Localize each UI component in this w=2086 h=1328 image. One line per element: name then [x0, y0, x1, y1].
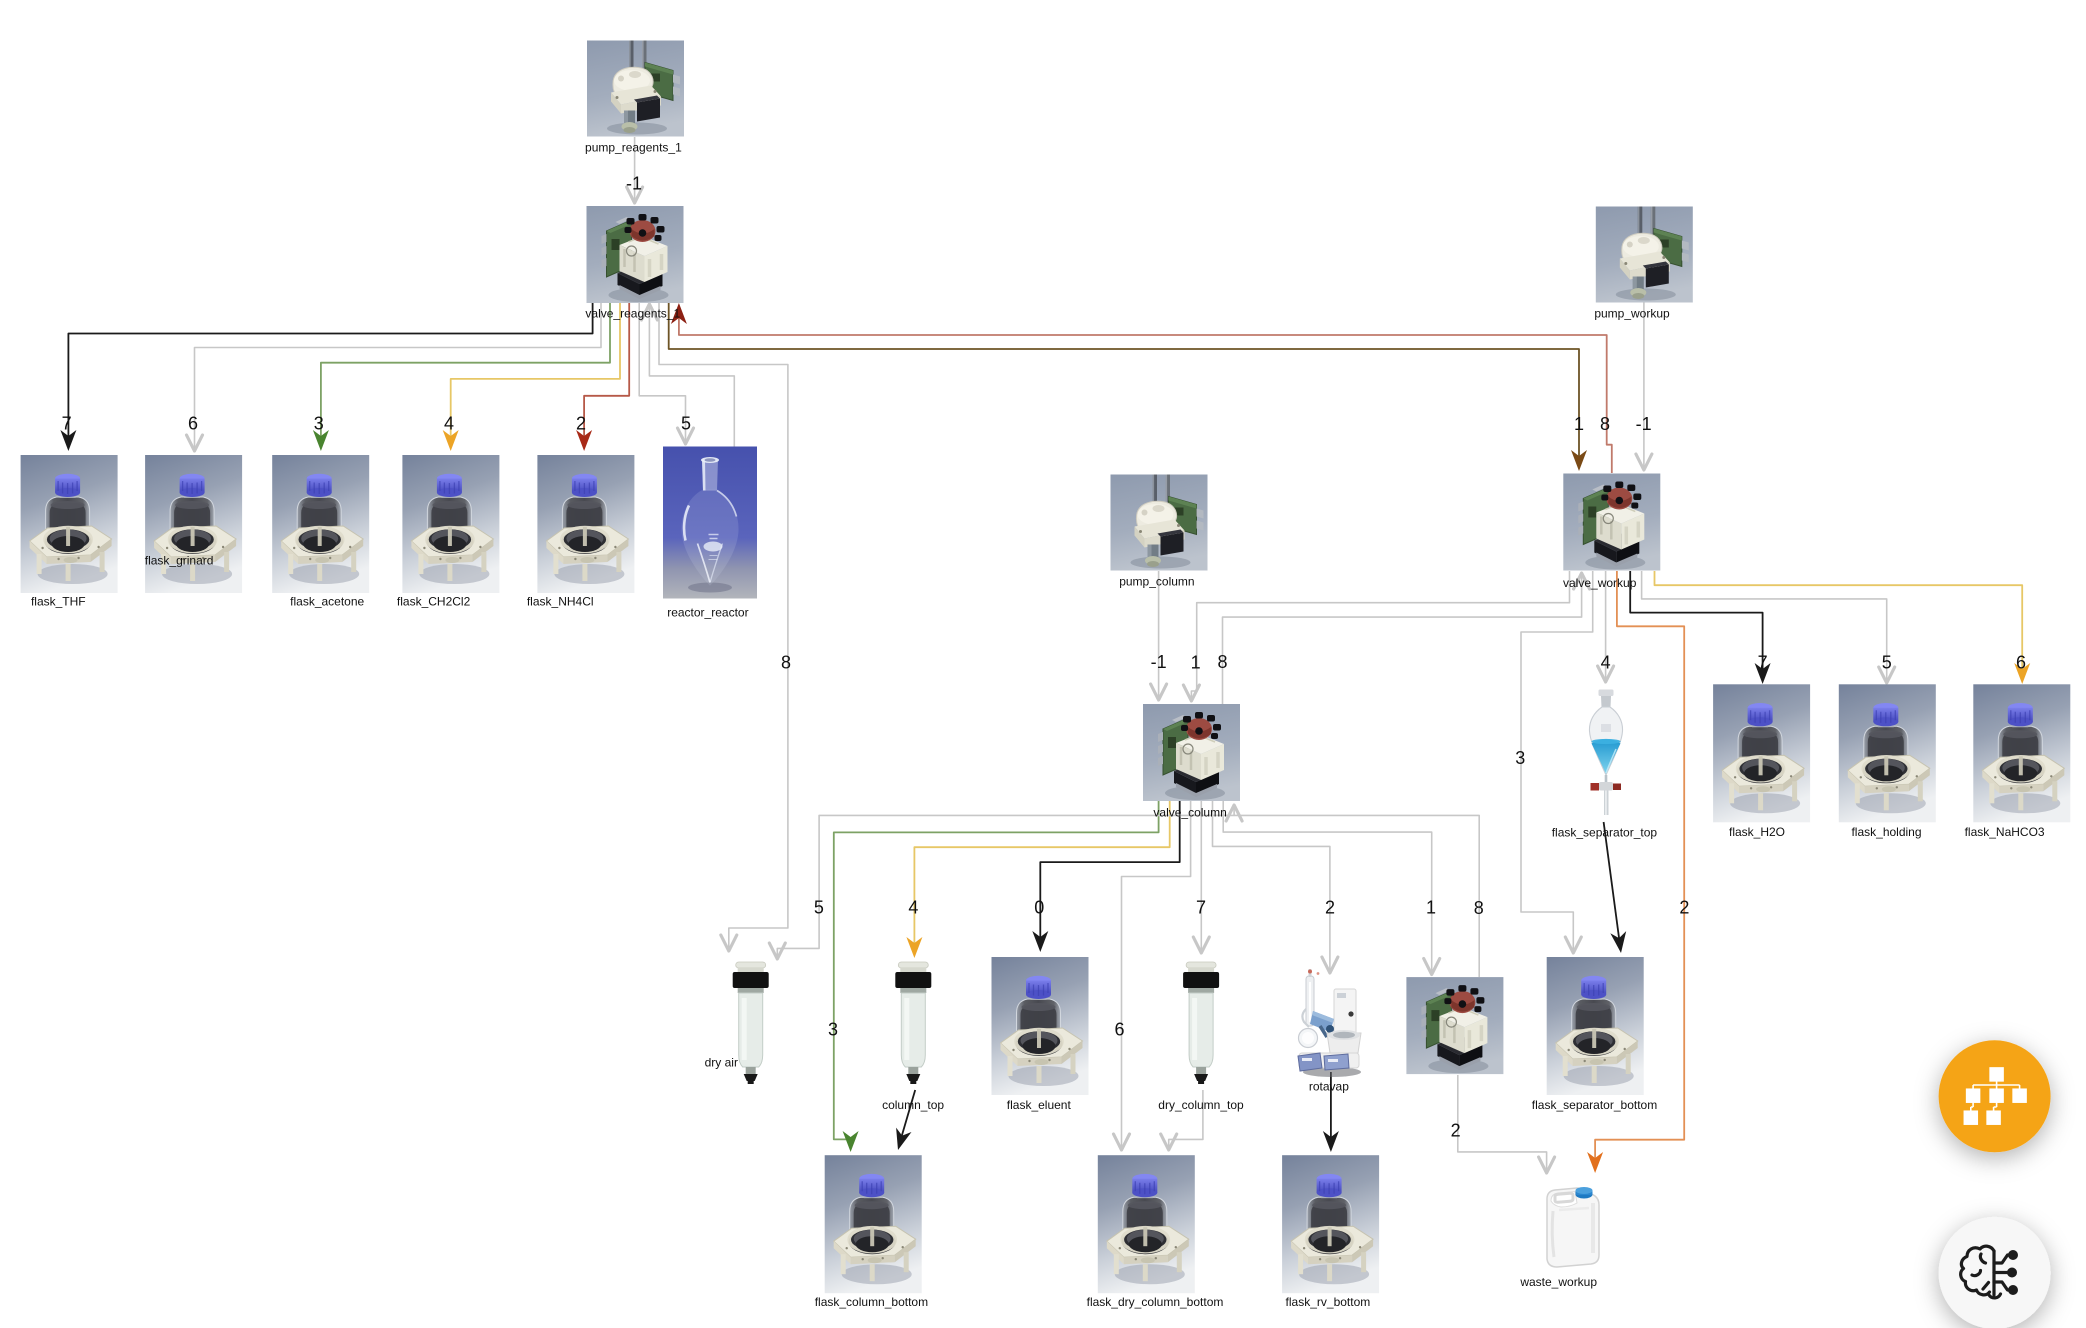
svg-text:pump_reagents_1: pump_reagents_1 — [585, 141, 682, 155]
svg-text:3: 3 — [828, 1020, 838, 1040]
svg-text:2: 2 — [1325, 898, 1335, 918]
svg-text:flask_holding: flask_holding — [1851, 825, 1921, 839]
svg-text:flask_acetone: flask_acetone — [290, 595, 364, 609]
svg-text:5: 5 — [681, 414, 691, 434]
svg-text:6: 6 — [188, 414, 198, 434]
svg-text:flask_separator_bottom: flask_separator_bottom — [1532, 1098, 1657, 1112]
svg-text:1: 1 — [1574, 414, 1584, 434]
svg-text:valve_workup: valve_workup — [1563, 576, 1637, 590]
svg-text:valve_column: valve_column — [1153, 806, 1226, 820]
svg-text:8: 8 — [1600, 414, 1610, 434]
svg-text:8: 8 — [1217, 652, 1227, 672]
svg-text:flask_rv_bottom: flask_rv_bottom — [1286, 1295, 1371, 1309]
svg-text:flask_eluent: flask_eluent — [1007, 1098, 1072, 1112]
svg-text:8: 8 — [781, 653, 791, 673]
svg-text:1: 1 — [1426, 898, 1436, 918]
svg-text:dry_column_top: dry_column_top — [1158, 1098, 1244, 1112]
svg-text:-1: -1 — [626, 174, 642, 194]
svg-text:flask_column_bottom: flask_column_bottom — [815, 1295, 928, 1309]
svg-text:7: 7 — [1196, 898, 1206, 918]
svg-text:5: 5 — [1882, 653, 1892, 673]
svg-text:6: 6 — [2016, 653, 2026, 673]
svg-text:7: 7 — [1758, 653, 1768, 673]
svg-text:2: 2 — [1451, 1120, 1461, 1140]
svg-text:reactor_reactor: reactor_reactor — [667, 605, 748, 619]
svg-text:7: 7 — [62, 414, 72, 434]
svg-text:pump_workup: pump_workup — [1594, 307, 1670, 321]
svg-text:valve_reagents_1: valve_reagents_1 — [585, 307, 680, 321]
svg-text:2: 2 — [1679, 898, 1689, 918]
svg-text:4: 4 — [1601, 653, 1611, 673]
svg-text:0: 0 — [1034, 898, 1044, 918]
svg-text:flask_NaHCO3: flask_NaHCO3 — [1965, 825, 2045, 839]
svg-text:3: 3 — [314, 414, 324, 434]
svg-text:-1: -1 — [1151, 652, 1167, 672]
svg-text:flask_H2O: flask_H2O — [1729, 825, 1785, 839]
svg-text:4: 4 — [444, 414, 454, 434]
svg-text:pump_column: pump_column — [1119, 575, 1194, 589]
svg-text:8: 8 — [1474, 898, 1484, 918]
svg-text:flask_grinard: flask_grinard — [145, 553, 214, 567]
svg-text:1: 1 — [1191, 653, 1201, 673]
svg-text:dry air: dry air — [705, 1055, 738, 1069]
svg-text:column_top: column_top — [882, 1098, 944, 1112]
svg-text:rotavap: rotavap — [1309, 1080, 1349, 1094]
svg-text:flask_NH4Cl: flask_NH4Cl — [527, 595, 594, 609]
svg-text:2: 2 — [576, 414, 586, 434]
svg-text:4: 4 — [908, 898, 918, 918]
svg-text:5: 5 — [814, 898, 824, 918]
svg-text:-1: -1 — [1636, 414, 1652, 434]
svg-text:flask_THF: flask_THF — [31, 595, 86, 609]
svg-text:flask_separator_top: flask_separator_top — [1552, 826, 1658, 840]
svg-text:flask_CH2Cl2: flask_CH2Cl2 — [397, 595, 471, 609]
svg-text:flask_dry_column_bottom: flask_dry_column_bottom — [1087, 1295, 1224, 1309]
svg-text:6: 6 — [1114, 1020, 1124, 1040]
svg-text:waste_workup: waste_workup — [1519, 1275, 1597, 1289]
svg-text:3: 3 — [1515, 748, 1525, 768]
